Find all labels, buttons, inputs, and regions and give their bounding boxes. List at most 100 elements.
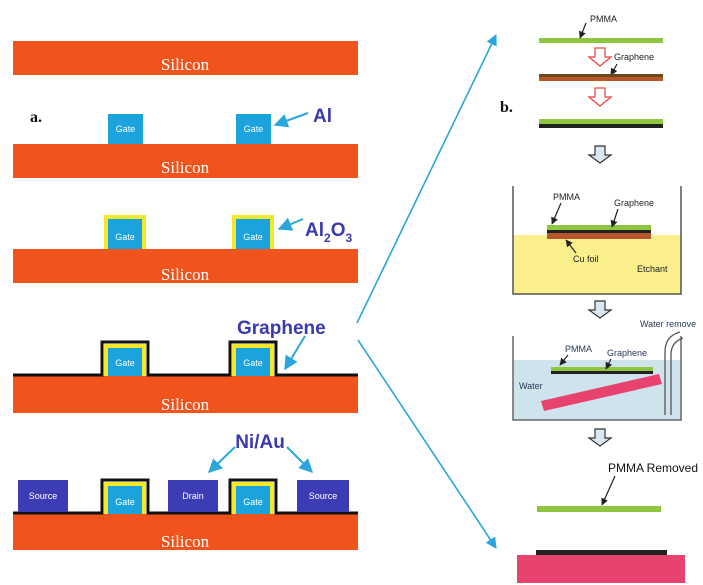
tilted-substrate [541, 374, 662, 411]
ni-au-label: Ni/Au [235, 432, 285, 453]
al-label: Al [313, 106, 332, 127]
graphene-pointer [610, 63, 618, 76]
al2o3-label: Al2O3 [305, 220, 352, 245]
panel-a-label: a. [30, 109, 42, 126]
graphene-layer [536, 550, 667, 555]
connector-arrow-up [356, 33, 497, 324]
gate-block [108, 219, 142, 249]
cu-layer [539, 77, 663, 81]
silicon-label: Silicon [161, 158, 210, 177]
gate-block [108, 114, 143, 144]
panel-b: b. PMMA Graphene PMMA Graphene [500, 14, 698, 583]
water-bath: PMMA Graphene Water Water remove [512, 319, 696, 447]
source-contact [297, 480, 349, 512]
graphene-label: Graphene [607, 348, 647, 358]
etchant-bath: PMMA Graphene Cu foil Etchant [512, 186, 682, 319]
silicon-label: Silicon [161, 55, 210, 74]
al2o3-arrow [277, 217, 304, 231]
pmma-removed-pointer [601, 475, 616, 506]
bath-container [512, 186, 682, 295]
ni-au-arrow-left [207, 446, 236, 473]
step-1-silicon: Silicon [13, 41, 358, 75]
source-label: Source [29, 491, 58, 501]
stack-pmma-graphene: PMMA Graphene [539, 14, 663, 164]
silicon-substrate [13, 41, 358, 75]
graphene-label: Graphene [614, 198, 654, 208]
gate-block [236, 486, 270, 514]
pmma-label: PMMA [565, 344, 592, 354]
graphene-layer [551, 371, 653, 374]
ni-au-arrow-right [286, 446, 313, 473]
silicon-label: Silicon [161, 395, 210, 414]
al-arrow [273, 112, 309, 128]
down-arrow-icon [587, 428, 613, 447]
etchant-label: Etchant [637, 264, 668, 274]
drain-label: Drain [182, 491, 204, 501]
water-remove-label: Water remove [640, 319, 696, 329]
silicon-label: Silicon [161, 532, 210, 551]
step-3-oxide: Silicon Gate Gate Al2O3 [13, 215, 358, 284]
source-label: Source [309, 491, 338, 501]
drain-contact [168, 480, 218, 512]
cu-foil-label: Cu foil [573, 254, 599, 264]
gate-label: Gate [243, 232, 263, 242]
pmma-pointer [579, 22, 587, 39]
step-5-contacts: Silicon Gate Gate Source Drain Source Ni… [13, 432, 358, 551]
gate-label: Gate [243, 358, 263, 368]
pmma-layer [539, 38, 663, 43]
pmma-pointer [559, 354, 569, 366]
target-substrate [517, 555, 685, 583]
down-arrow-icon [587, 145, 613, 164]
drain-tube [670, 337, 684, 415]
graphene-layer [539, 124, 663, 128]
water-label: Water [519, 381, 543, 391]
pmma-removed-label: PMMA Removed [608, 461, 698, 475]
graphene-pointer [605, 358, 613, 370]
silicon-label: Silicon [161, 265, 210, 284]
graphene-layer [547, 230, 651, 233]
pmma-label: PMMA [553, 192, 580, 202]
pmma-pointer [551, 202, 562, 225]
gate-block [108, 486, 142, 514]
gate-block [236, 114, 271, 144]
pmma-layer [539, 119, 663, 124]
pmma-layer [551, 367, 653, 371]
pmma-label: PMMA [590, 14, 617, 24]
pmma-layer [547, 225, 651, 230]
silicon-substrate [13, 144, 358, 178]
drain-tube [664, 331, 681, 415]
graphene-label: Graphene [614, 52, 654, 62]
silicon-substrate [13, 514, 358, 550]
graphene-label: Graphene [237, 318, 326, 339]
gate-block [236, 348, 270, 376]
down-arrow-icon [587, 87, 613, 107]
gate-label: Gate [115, 497, 135, 507]
connector-arrow-down [357, 339, 497, 549]
step-2-al-gates: Silicon Gate Gate Al [13, 106, 358, 178]
gate-block [236, 219, 270, 249]
silicon-substrate [13, 376, 358, 413]
graphene-arrow [284, 335, 306, 371]
gate-label: Gate [115, 232, 135, 242]
graphene-layer [13, 340, 358, 377]
gate-label: Gate [116, 124, 136, 134]
bath-container [512, 336, 682, 421]
source-contact [18, 480, 68, 512]
graphene-layer [13, 478, 358, 515]
panel-b-label: b. [500, 99, 513, 116]
cu-foil [547, 233, 651, 239]
down-arrow-icon [587, 47, 613, 67]
gate-label: Gate [244, 124, 264, 134]
gate-block [108, 348, 142, 376]
etchant-liquid [513, 235, 681, 294]
pmma-layer [537, 506, 661, 512]
silicon-substrate [13, 249, 358, 283]
step-4-graphene: Silicon Gate Gate Graphene [13, 318, 358, 414]
gate-label: Gate [115, 358, 135, 368]
pmma-removed-step: PMMA Removed [517, 461, 698, 583]
down-arrow-icon [587, 300, 613, 319]
panel-a: a. Silicon Silicon Gate Gate Al Silicon … [13, 33, 497, 551]
cu-foil-pointer [565, 239, 577, 254]
